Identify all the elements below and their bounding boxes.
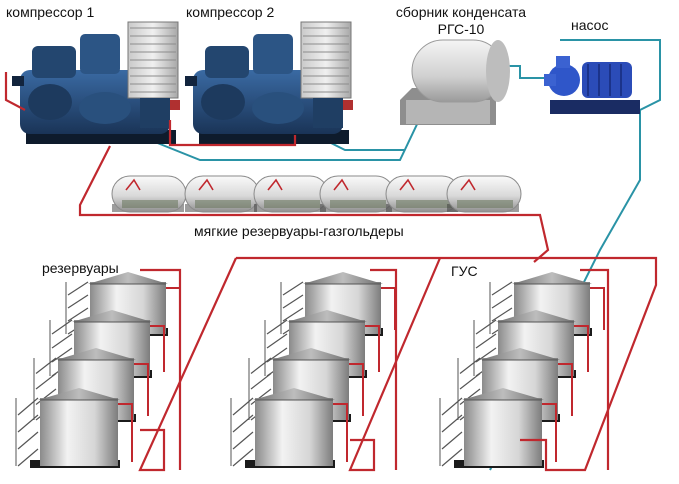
gas-pipe-9 — [580, 268, 610, 470]
tank-connector-3-1 — [590, 287, 605, 330]
gas-pipe-7 — [140, 268, 182, 470]
gas-pipe-8 — [370, 268, 398, 470]
gas-pipe-4 — [236, 256, 658, 472]
gasholder-icon-3 — [253, 175, 329, 213]
tank-connector-2-3 — [349, 363, 364, 416]
compressor-2-icon — [185, 21, 353, 144]
tank-group-3-tank-4 — [439, 388, 544, 468]
gasholder-icon-1 — [111, 175, 187, 213]
gasholder-icon-6 — [446, 175, 522, 213]
gasholder-icon-4 — [319, 175, 395, 213]
collector-label-line1: сборник конденсата — [395, 4, 527, 20]
tank-group-2-tank-4 — [230, 388, 335, 468]
gas-pipe-3 — [78, 145, 550, 263]
pump-label: насос — [571, 17, 609, 33]
gasholders-label: мягкие резервуары-газгольдеры — [194, 223, 404, 239]
tank-connector-2-2 — [365, 325, 380, 372]
tank-connector-3-3 — [558, 363, 573, 416]
gasholder-connector-5 — [399, 178, 415, 191]
tank-connector-3-4 — [542, 403, 557, 462]
tank-connector-1-1 — [166, 287, 181, 330]
tanks-label: резервуары — [42, 260, 119, 276]
pump-icon — [544, 56, 640, 114]
equipment-layer — [12, 21, 640, 468]
tank-connector-1-4 — [118, 403, 133, 462]
gasholder-connector-4 — [333, 178, 349, 191]
gasholder-connector-1 — [125, 178, 141, 191]
gas-pipe-1 — [4, 72, 26, 111]
tank-group-1-tank-4 — [15, 388, 120, 468]
gasholder-icon-2 — [184, 175, 260, 213]
compressor-2-label: компрессор 2 — [186, 4, 275, 20]
gus-label: ГУС — [451, 263, 478, 279]
tank-connector-2-1 — [381, 287, 396, 330]
compressor-1-label: компрессор 1 — [6, 4, 95, 20]
collector-label-line2: РГС-10 — [437, 21, 485, 37]
gas-pipe-6 — [348, 257, 442, 472]
tank-connector-1-2 — [150, 325, 165, 372]
condensate-pipe-1 — [149, 117, 421, 161]
condensate-pipe-3 — [505, 65, 548, 79]
gasholder-connector-6 — [460, 178, 476, 191]
condensate-collector-icon — [400, 39, 510, 125]
gas-pipe-5 — [138, 257, 238, 472]
gas-pipe-2 — [168, 120, 297, 147]
gasholder-connector-2 — [198, 178, 214, 191]
compressor-1-icon — [12, 21, 180, 144]
gas-pipes — [4, 72, 658, 472]
tank-connector-3-2 — [574, 325, 589, 372]
tank-connector-1-3 — [134, 363, 149, 416]
gasholder-connector-3 — [267, 178, 283, 191]
tank-connector-2-4 — [333, 403, 348, 462]
